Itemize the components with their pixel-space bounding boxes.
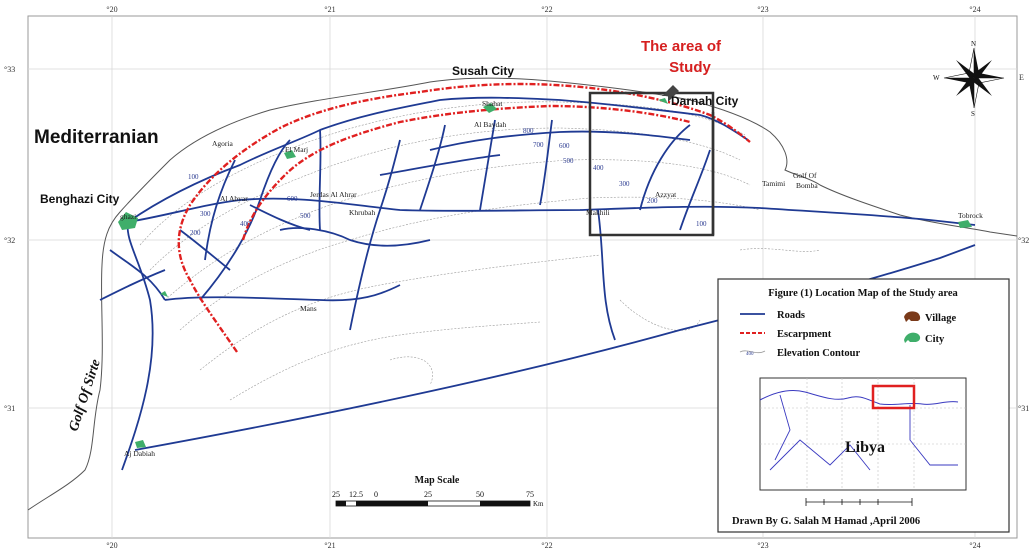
contour-label: 200 [190,229,201,237]
label-jerdas: Jerdas Al Ahrar [310,190,357,199]
scale-unit: Km [533,500,544,508]
bottom-label-22: °22 [541,541,552,550]
scale-tick-label: 50 [476,490,484,499]
top-label-21: °21 [324,5,335,14]
libya-inset: Libya [759,377,967,506]
inset-border [769,394,958,471]
label-marj: El Marj [285,145,308,154]
city-icon-tobrock [958,220,972,228]
city-icon [904,332,921,343]
legend-contour-label: Elevation Contour [777,348,860,359]
road-network [99,96,976,471]
scale-tick-label: 25 [424,490,432,499]
legend-city-label: City [925,334,945,345]
place-labels: Shahat Al Baydah Agoria El Marj Al Abyar… [120,99,983,458]
label-tobrock: Tobrock [958,211,983,220]
label-khrubah: Khrubah [349,208,375,217]
contour-label: 800 [523,127,534,135]
bottom-label-24: °24 [969,541,980,550]
label-makhili: Makhili [586,208,610,217]
contour-label: 400 [593,164,604,172]
legend-village-label: Village [925,313,956,324]
scale-title: Map Scale [415,475,460,486]
contour-label: 200 [647,197,658,205]
right-edge-e: E [1019,73,1024,82]
city-icon-benghazi [118,212,138,230]
city-icon-darnah [658,98,668,104]
label-azzyat: Azzyat [655,190,677,199]
top-label-22: °22 [541,5,552,14]
scale-tick-label: 12.5 [349,490,363,499]
label-tamimi: Tamimi [762,179,785,188]
left-label-33: °33 [4,65,15,74]
label-mediterranian: Mediterranian [34,127,159,148]
compass-north: N [971,40,976,48]
top-label-24: °24 [969,5,980,14]
contour-label: 600 [559,142,570,150]
bottom-label-23: °23 [757,541,768,550]
right-label-32: °32 [1018,236,1029,245]
graticule-labels: °20 °21 °22 °23 °24 °20 °21 °22 °23 °24 … [4,5,1029,550]
contour-label: 300 [200,210,211,218]
label-shahat: Shahat [482,99,503,108]
label-darnah-city: Darnah City [671,94,739,108]
contour-label: 100 [188,173,199,181]
label-agoria: Agoria [212,139,233,148]
scale-tick-label: 75 [526,490,534,499]
label-mans: Mans [300,304,317,313]
legend-title: Figure (1) Location Map of the Study are… [768,288,958,299]
compass-west: W [933,74,940,82]
contour-label: 600 [287,195,298,203]
contour-label: 500 [300,212,311,220]
city-markers [118,98,972,448]
legend-contour-swatch [739,350,766,354]
bottom-label-20: °20 [106,541,117,550]
contour-label: 700 [533,141,544,149]
label-bomba: Bomba [796,181,818,190]
legend-credit: Drawn By G. Salah M Hamad ,April 2006 [732,516,920,527]
label-benghazi-short: ghazi [120,212,136,221]
top-label-23: °23 [757,5,768,14]
city-icon-ajdabiah [135,440,146,448]
bottom-label-21: °21 [324,541,335,550]
compass-rose-icon: N S W [933,40,1005,118]
scale-tick-label: 25 [332,490,340,499]
legend-roads-label: Roads [777,310,805,321]
inset-frame [759,377,967,491]
map-title-line1: The area of [641,38,722,55]
study-arrow-icon [662,85,679,102]
compass-south: S [971,110,975,118]
map-title-line2: Study [669,59,711,76]
right-label-31: °31 [1018,404,1029,413]
left-label-32: °32 [4,236,15,245]
legend-contour-sample: 400 [746,352,754,357]
label-golf-of: Golf Of [793,171,817,180]
legend: Figure (1) Location Map of the Study are… [717,278,1010,533]
contour-label: 500 [563,157,574,165]
legend-escarpment-label: Escarpment [777,329,832,340]
inset-study-box [871,384,916,410]
label-susah-city: Susah City [452,64,514,78]
city-icon-shahat [483,103,497,113]
label-ajdabiah: Aj Dabiah [124,449,155,458]
village-icon [904,311,921,322]
left-label-31: °31 [4,404,15,413]
city-icon-marj [284,150,296,159]
scale-bar: Map Scale 25 12.5 0 25 50 75 Km [332,475,544,508]
coastline [27,77,1018,511]
contour-label: 300 [619,180,630,188]
top-label-20: °20 [106,5,117,14]
label-baydah: Al Baydah [474,120,507,129]
label-benghazi-city: Benghazi City [40,192,120,206]
contour-label: 100 [696,220,707,228]
inset-libya-label: Libya [845,439,885,456]
inset-coast [759,389,959,406]
scale-tick-label: 0 [374,490,378,499]
label-abyar: Al Abyar [220,194,248,203]
contour-labels: 800 700 600 500 400 300 200 100 600 500 … [188,127,707,237]
contour-label: 400 [240,220,251,228]
city-icon-mans [160,291,168,297]
